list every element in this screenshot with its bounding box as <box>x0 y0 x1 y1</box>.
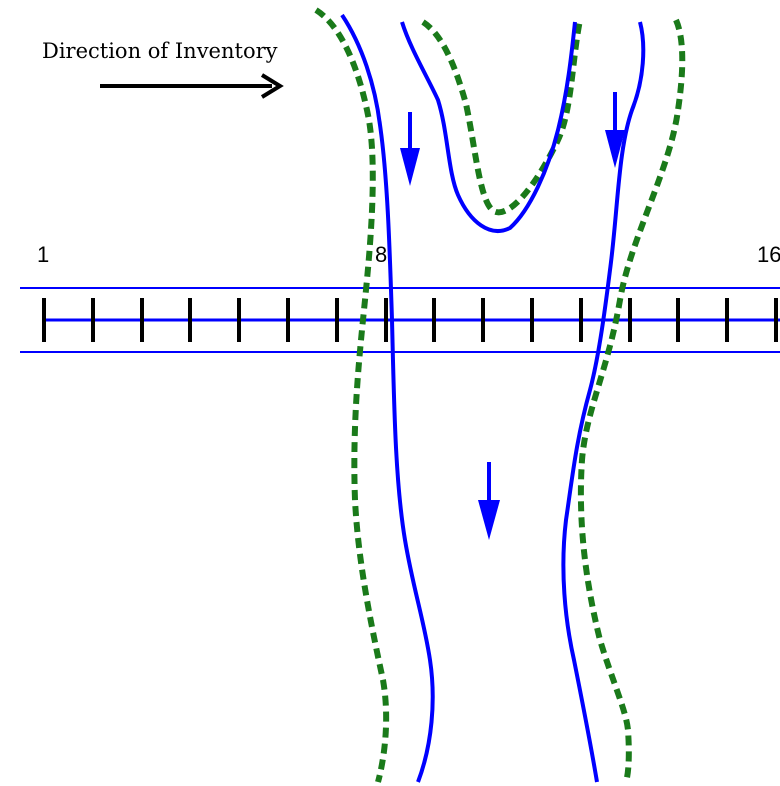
outer-inner-v-boundary <box>421 19 583 216</box>
flow-inner-channel <box>340 13 646 783</box>
flow-arrow-main <box>478 462 500 540</box>
track-ticks <box>42 298 778 342</box>
direction-arrow <box>100 73 284 99</box>
outer-left-boundary <box>314 7 390 783</box>
inner-v-boundary <box>400 21 577 233</box>
station-label-16: 16 <box>757 242 780 267</box>
flow-arrow-left-branch <box>400 112 420 186</box>
track <box>20 287 780 353</box>
flow-arrow-right-branch <box>605 92 625 168</box>
flow-outer-boundary <box>314 7 686 783</box>
inner-left-boundary <box>340 13 435 783</box>
inner-right-boundary <box>561 21 646 783</box>
station-label-8: 8 <box>375 242 387 267</box>
station-label-1: 1 <box>37 242 49 267</box>
outer-right-boundary <box>577 18 686 783</box>
direction-label: Direction of Inventory <box>42 39 278 63</box>
